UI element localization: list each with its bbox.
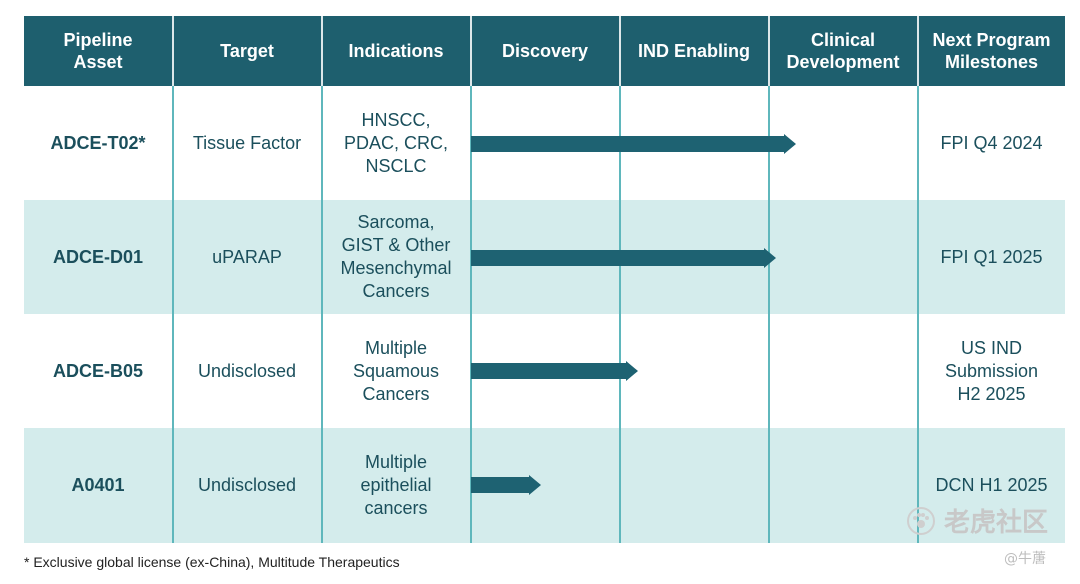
milestone-text: FPI Q1 2025 <box>940 246 1043 267</box>
watermark: 老虎社区 <box>906 502 1048 539</box>
target-name: Undisclosed <box>197 360 297 381</box>
header-indications: Indications <box>348 41 444 61</box>
pipeline-table: Pipeline Asset Target Indications Discov… <box>24 16 1065 543</box>
table-row: ADCE-T02* Tissue Factor HNSCC, PDAC, CRC… <box>24 86 1065 200</box>
header-divider <box>917 16 919 86</box>
header-divider <box>619 16 621 86</box>
milestone-text: US IND Submission H2 2025 <box>944 337 1039 404</box>
column-divider <box>321 86 323 543</box>
paw-icon <box>907 506 935 535</box>
progress-arrow <box>471 248 776 268</box>
target-name: Undisclosed <box>197 475 297 495</box>
asset-name: ADCE-D01 <box>52 246 144 267</box>
column-divider <box>470 86 472 543</box>
indications-text: Sarcoma, GIST & Other Mesenchymal Cancer… <box>340 212 452 301</box>
asset-name: ADCE-T02* <box>50 132 146 153</box>
milestone-text: FPI Q4 2024 <box>940 132 1043 153</box>
header-next-milestones: Next Program Milestones <box>932 30 1051 72</box>
column-divider <box>768 86 770 543</box>
column-divider <box>917 86 919 543</box>
table-row: ADCE-B05 Undisclosed Multiple Squamous C… <box>24 314 1065 428</box>
header-divider <box>768 16 770 86</box>
indications-text: Multiple epithelial cancers <box>360 452 432 518</box>
table-header: Pipeline Asset Target Indications Discov… <box>24 16 1065 86</box>
target-name: uPARAP <box>212 246 282 267</box>
header-discovery: Discovery <box>501 41 589 61</box>
table-row: A0401 Undisclosed Multiple epithelial ca… <box>24 428 1065 543</box>
progress-arrow <box>471 475 541 495</box>
watermark-text: 老虎社区 <box>944 508 1049 538</box>
header-divider <box>470 16 472 86</box>
header-clinical-development: Clinical Development <box>786 30 900 72</box>
column-divider <box>619 86 621 543</box>
indications-text: HNSCC, PDAC, CRC, NSCLC <box>343 109 448 176</box>
header-divider <box>172 16 174 86</box>
progress-arrow <box>471 361 638 381</box>
milestone-text: DCN H1 2025 <box>935 475 1048 495</box>
indications-text: Multiple Squamous Cancers <box>352 337 440 404</box>
progress-arrow <box>471 134 796 154</box>
column-divider <box>172 86 174 543</box>
header-ind-enabling: IND Enabling <box>638 41 750 61</box>
header-divider <box>321 16 323 86</box>
header-target: Target <box>220 41 274 61</box>
header-pipeline-asset: Pipeline Asset <box>63 30 133 72</box>
asset-name: A0401 <box>71 475 125 495</box>
asset-name: ADCE-B05 <box>52 360 144 381</box>
watermark-sub: @牛蓎 <box>1004 551 1046 567</box>
target-name: Tissue Factor <box>192 132 302 153</box>
footnote: * Exclusive global license (ex-China), M… <box>24 554 400 570</box>
